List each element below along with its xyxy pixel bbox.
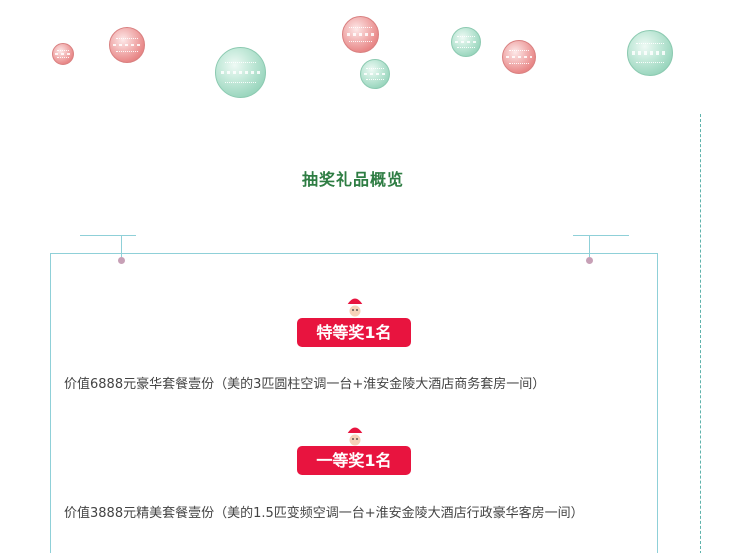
frame-hanger-left-dot: [118, 257, 125, 264]
christmas-ornament-icon: [109, 27, 145, 63]
christmas-ornament-icon: [627, 30, 673, 76]
frame-hanger-left-stem: [121, 235, 122, 257]
santa-claus-icon: [346, 295, 366, 318]
prize-badge-grand: 特等奖1名: [297, 318, 411, 347]
christmas-ornament-icon: [342, 16, 379, 53]
prize-list-frame: [50, 253, 658, 553]
prize-description-first: 价值3888元精美套餐壹份（美的1.5匹变频空调一台+淮安金陵大酒店行政豪华客房…: [64, 506, 584, 521]
christmas-ornament-icon: [502, 40, 536, 74]
frame-hanger-right-stem: [589, 235, 590, 257]
prize-description-grand: 价值6888元豪华套餐壹份（美的3匹圆柱空调一台+淮安金陵大酒店商务套房一间）: [64, 377, 546, 392]
christmas-ornament-icon: [52, 43, 74, 65]
dashed-divider: [700, 114, 701, 553]
frame-hanger-right: [573, 235, 629, 236]
section-title: 抽奖礼品概览: [301, 170, 404, 189]
christmas-ornament-icon: [451, 27, 481, 57]
santa-claus-icon: [346, 424, 366, 447]
frame-hanger-left: [80, 235, 136, 236]
frame-hanger-right-dot: [586, 257, 593, 264]
christmas-ornament-icon: [360, 59, 390, 89]
christmas-ornament-icon: [215, 47, 266, 98]
prize-badge-first: 一等奖1名: [297, 446, 411, 475]
